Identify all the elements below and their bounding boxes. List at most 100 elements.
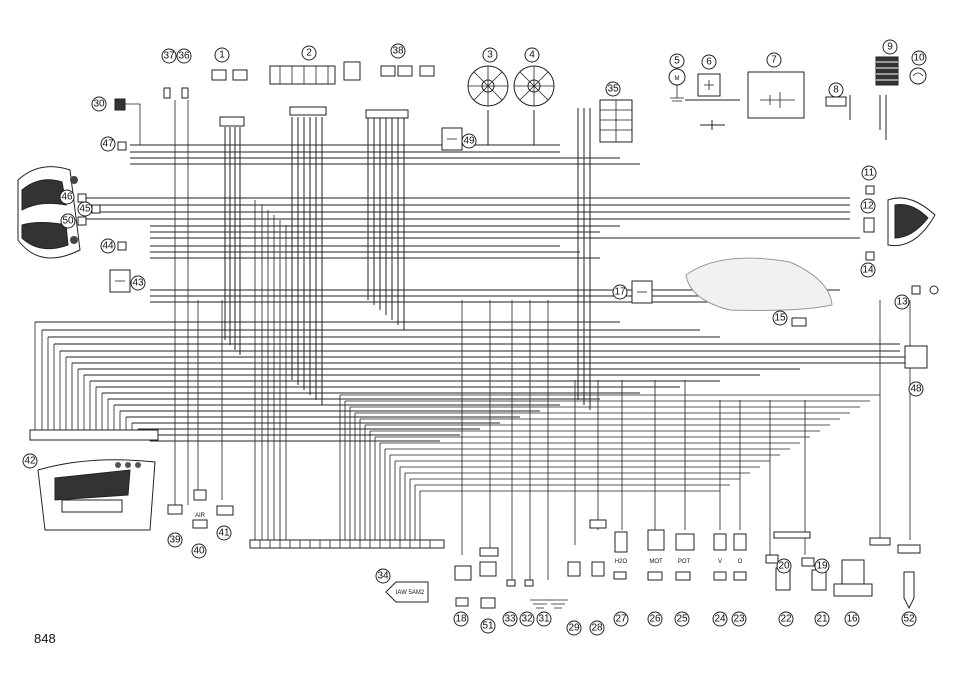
pot-label: POT xyxy=(678,559,691,565)
callout-label: 15 xyxy=(774,313,786,324)
callout-label: 42 xyxy=(24,456,36,467)
callout-16: 16 xyxy=(844,611,860,627)
component-48 xyxy=(904,345,928,369)
callout-label: 22 xyxy=(780,614,792,625)
callout-label: 9 xyxy=(887,42,893,53)
component-47 xyxy=(117,141,127,151)
callout-label: 44 xyxy=(102,241,114,252)
component-31-ground xyxy=(530,599,568,609)
callout-label: 17 xyxy=(614,287,626,298)
callout-label: 48 xyxy=(910,384,922,395)
component-40 xyxy=(192,489,208,529)
ecu-connector-strip xyxy=(249,539,445,549)
component-25 xyxy=(675,533,695,581)
component-5-motor: M xyxy=(668,68,686,102)
callout-label: 35 xyxy=(607,84,619,95)
callout-18: 18 xyxy=(453,611,469,627)
callout-17: 17 xyxy=(612,284,628,300)
callout-label: 16 xyxy=(846,614,858,625)
callout-46: 46 xyxy=(59,189,75,205)
component-23 xyxy=(733,533,747,581)
component-39 xyxy=(167,504,183,515)
component-52 xyxy=(897,544,921,610)
callout-label: 37 xyxy=(163,51,175,62)
component-51 xyxy=(479,547,499,609)
callout-label: 33 xyxy=(504,614,516,625)
ecu-unit: IAW 5AM2 xyxy=(385,581,429,603)
callout-label: 36 xyxy=(178,51,190,62)
callout-label: 21 xyxy=(816,614,828,625)
callout-44: 44 xyxy=(100,238,116,254)
callout-label: 40 xyxy=(193,546,205,557)
callout-label: 45 xyxy=(79,204,91,215)
callout-label: 31 xyxy=(538,614,550,625)
callout-label: 24 xyxy=(714,614,726,625)
callout-42: 42 xyxy=(22,453,38,469)
component-7-battery xyxy=(747,71,805,119)
callout-41: 41 xyxy=(216,525,232,541)
component-17-relay xyxy=(631,280,653,304)
component-11 xyxy=(865,185,875,195)
callout-label: 12 xyxy=(862,201,874,212)
callout-7: 7 xyxy=(766,52,782,68)
callout-21: 21 xyxy=(814,611,830,627)
callout-label: 4 xyxy=(529,50,535,61)
component-45 xyxy=(91,204,101,214)
callout-31: 31 xyxy=(536,611,552,627)
callout-label: 39 xyxy=(169,535,181,546)
o-label: O xyxy=(738,559,743,565)
v-label: V xyxy=(718,559,722,565)
callout-label: 50 xyxy=(62,216,74,227)
callout-label: 52 xyxy=(903,614,915,625)
callout-10: 10 xyxy=(911,50,927,66)
callout-label: 46 xyxy=(61,192,73,203)
wire-bundle xyxy=(35,144,910,492)
callout-36: 36 xyxy=(176,48,192,64)
fuel-tank xyxy=(685,257,833,311)
callout-12: 12 xyxy=(860,198,876,214)
callout-15: 15 xyxy=(772,310,788,326)
page-label: 848 xyxy=(34,631,56,646)
callout-27: 27 xyxy=(613,611,629,627)
callout-label: 2 xyxy=(306,48,312,59)
component-12 xyxy=(863,217,875,233)
callout-1: 1 xyxy=(214,47,230,63)
component-3-fan xyxy=(467,65,509,107)
callout-label: 23 xyxy=(733,614,745,625)
callout-22: 22 xyxy=(778,611,794,627)
callout-34: 34 xyxy=(375,568,391,584)
callout-14: 14 xyxy=(860,262,876,278)
callout-label: 11 xyxy=(864,168,875,179)
callout-4: 4 xyxy=(524,47,540,63)
component-18 xyxy=(454,565,472,607)
callout-label: 43 xyxy=(132,278,144,289)
motor-label: M xyxy=(675,76,680,82)
callout-label: 26 xyxy=(649,614,661,625)
component-16 xyxy=(833,559,873,597)
callout-24: 24 xyxy=(712,611,728,627)
callout-label: 3 xyxy=(487,50,493,61)
callout-11: 11 xyxy=(861,165,877,181)
component-8-fuse xyxy=(825,96,847,107)
callout-label: 10 xyxy=(913,53,925,64)
pair-connectors xyxy=(773,531,891,546)
callout-label: 51 xyxy=(482,621,494,632)
callout-label: 28 xyxy=(591,623,603,634)
h2o-label: H2O xyxy=(615,559,628,565)
component-6-relay xyxy=(685,73,740,130)
callout-25: 25 xyxy=(674,611,690,627)
callout-49: 49 xyxy=(461,133,477,149)
callout-label: 6 xyxy=(706,57,712,68)
component-24 xyxy=(713,533,727,581)
wire-bundle-vertical xyxy=(34,95,911,580)
component-4-fan xyxy=(513,65,555,107)
callout-13: 13 xyxy=(894,294,910,310)
callout-40: 40 xyxy=(191,543,207,559)
callout-26: 26 xyxy=(647,611,663,627)
callout-label: 29 xyxy=(568,623,580,634)
component-9-regulator xyxy=(875,56,899,86)
callout-43: 43 xyxy=(130,275,146,291)
callout-label: 8 xyxy=(833,85,839,96)
